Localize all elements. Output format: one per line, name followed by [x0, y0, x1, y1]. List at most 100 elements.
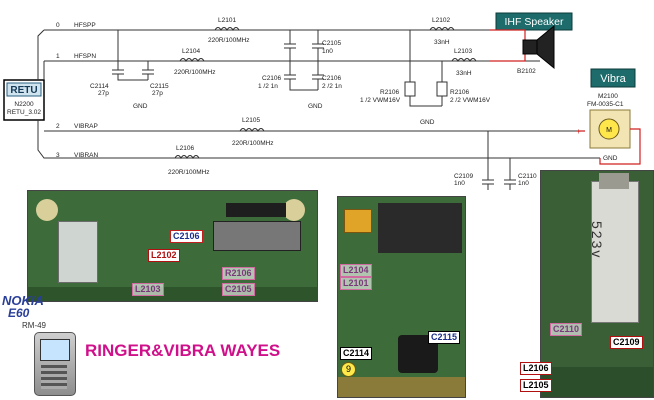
motor-weight	[599, 173, 629, 189]
inductor-l2106: L2106 220R/100MHz	[168, 145, 210, 176]
net-num-3: 3	[56, 152, 60, 159]
pcb-photo-right: 523v	[540, 170, 654, 398]
svg-text:C2109: C2109	[454, 173, 474, 180]
svg-text:220R/100MHz: 220R/100MHz	[208, 37, 250, 44]
retu-title-box	[6, 82, 42, 97]
tag-c2109: C2109	[610, 336, 643, 349]
svg-text:C2110: C2110	[518, 173, 537, 180]
phone-screen	[40, 339, 70, 361]
net-num-0: 0	[56, 22, 60, 29]
pcb-photo-left	[27, 190, 318, 302]
speaker-red-wire	[490, 29, 526, 62]
svg-text:L2101: L2101	[218, 17, 236, 24]
svg-text:C2106: C2106	[322, 75, 342, 82]
brand-model: E60	[8, 306, 30, 320]
varistor-r2106: R2106 1 /2 VWM16V R2106 2 /2 VWM16V GND	[360, 30, 491, 126]
net-name-hfspn: HFSPN	[74, 53, 96, 60]
vibra-gnd: GND	[603, 155, 618, 162]
svg-text:1n0: 1n0	[518, 180, 529, 187]
svg-text:1n0: 1n0	[454, 180, 465, 187]
net-name-vibran: VIBRAN	[74, 152, 99, 159]
svg-text:C2105: C2105	[322, 40, 342, 47]
tag-l2102: L2102	[148, 249, 180, 262]
schematic: RETU N2200 RETU_3.02 0 HFSPP 1 HFSPN 2 V…	[3, 12, 641, 190]
tantalum-cap	[344, 209, 372, 233]
svg-text:27p: 27p	[98, 90, 109, 97]
pcb-edge	[541, 367, 653, 397]
screw-hole	[283, 199, 305, 221]
inductor-l2105: L2105 220R/100MHz	[232, 117, 274, 147]
pcb-photo-middle	[337, 196, 466, 398]
pcb-edge	[28, 287, 317, 301]
svg-text:33nH: 33nH	[456, 70, 472, 77]
pcb-gold-edge	[338, 377, 465, 397]
svg-text:C2115: C2115	[150, 83, 169, 90]
capacitor-c2106: C2106 1 /2 1n C2106 2 /2 1n GND	[258, 61, 342, 110]
inductor-l2103: L2103 33nH	[451, 48, 477, 77]
gnd-label: GND	[133, 103, 148, 110]
motor-glyph: M	[606, 127, 612, 134]
capacitor-c2110: C2110 1n0	[504, 158, 537, 190]
inductor-l2104: L2104 220R/100MHz	[174, 48, 216, 76]
brand-maker: NOKIA	[2, 293, 44, 308]
ihf-speaker-title-box	[495, 12, 573, 31]
vibra-ref: M2100	[598, 93, 618, 100]
inductor-l2101: L2101 220R/100MHz	[208, 17, 250, 44]
svg-text:GND: GND	[308, 103, 323, 110]
tag-l2104: L2104	[340, 264, 372, 277]
svg-text:2 /2 VWM16V: 2 /2 VWM16V	[450, 97, 491, 104]
tag-c2110: C2110	[550, 323, 583, 336]
svg-text:27p: 27p	[152, 90, 163, 97]
capacitor-c2115: C2115 27p GND	[133, 61, 169, 110]
board-connector	[213, 221, 301, 251]
net-name-hfspp: HFSPP	[74, 22, 96, 29]
svg-text:C2114: C2114	[90, 83, 109, 90]
net-num-1: 1	[56, 53, 60, 60]
caption: RINGER&VIBRA WAYES	[85, 341, 281, 360]
speaker-icon	[522, 24, 555, 70]
tag-c2115: C2115	[428, 331, 461, 344]
tag-c2106: C2106	[170, 230, 203, 243]
motor-icon	[598, 118, 620, 140]
ihf-speaker-label: IHF Speaker	[505, 16, 564, 28]
svg-text:1n0: 1n0	[322, 48, 333, 55]
svg-text:L2106: L2106	[176, 145, 194, 152]
ic-package	[378, 203, 462, 253]
speaker-ref: B2102	[517, 68, 536, 75]
svg-text:L2102: L2102	[432, 17, 450, 24]
phone-keypad	[41, 365, 67, 389]
tag-l2103: L2103	[132, 283, 164, 296]
vibra-part: FM-0035-C1	[587, 101, 624, 108]
net-num-2: 2	[56, 123, 60, 130]
net-vibran-wire	[37, 120, 600, 159]
shield-can	[58, 221, 98, 283]
retu-version: RETU_3.02	[7, 109, 41, 116]
svg-text:L2105: L2105	[242, 117, 260, 124]
capacitor-c2114: C2114 27p	[90, 30, 148, 97]
svg-text:220R/100MHz: 220R/100MHz	[168, 169, 210, 176]
marker-9: 9	[341, 362, 356, 377]
brand-code: RM-49	[22, 321, 47, 330]
svg-text:1 /2 VWM16V: 1 /2 VWM16V	[360, 97, 401, 104]
vibra-label: Vibra	[600, 73, 626, 85]
svg-text:GND: GND	[420, 119, 435, 126]
svg-text:1 /2 1n: 1 /2 1n	[258, 83, 278, 90]
phone-image	[34, 332, 76, 396]
tag-r2106: R2106	[222, 267, 255, 280]
vibra-title-box	[590, 68, 636, 88]
net-hfspp-bend	[37, 29, 45, 80]
svg-text:33nH: 33nH	[434, 39, 450, 46]
tag-l2105: L2105	[520, 379, 552, 392]
chip-row	[226, 203, 286, 217]
tag-l2101: L2101	[340, 277, 372, 290]
retu-title: RETU	[10, 85, 37, 96]
vibra-red-wire	[578, 128, 641, 165]
svg-text:2 /2 1n: 2 /2 1n	[322, 83, 342, 90]
tag-c2114: C2114	[340, 347, 373, 360]
svg-text:C2106: C2106	[262, 75, 282, 82]
svg-text:R2106: R2106	[380, 89, 400, 96]
tag-l2106: L2106	[520, 362, 552, 375]
retu-part: N2200	[14, 101, 34, 108]
capacitor-c2105: C2105 1n0	[284, 30, 342, 61]
vibra-plus: +	[576, 127, 581, 136]
